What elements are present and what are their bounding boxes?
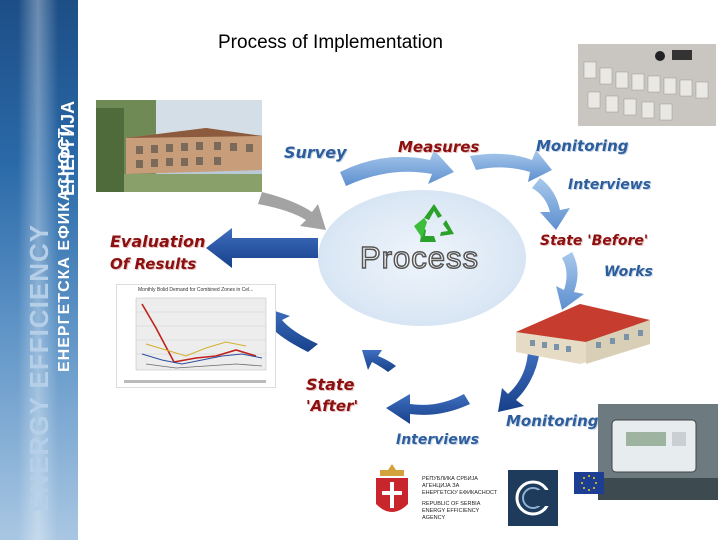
eu-flag-logo <box>574 472 604 494</box>
building-photo <box>96 100 262 192</box>
slide-title: Process of Implementation <box>218 32 443 53</box>
arrow-monitoring-to-interviews <box>532 178 570 230</box>
stage-label-measures: Measures <box>398 138 480 156</box>
arrow-survey-to-measures <box>340 150 454 186</box>
agency-line-4: REPUBLIC OF SERBIA <box>422 501 481 507</box>
agency-line-6: AGENCY <box>422 515 446 521</box>
stage-label-state-after-line2: 'After' <box>306 397 359 415</box>
agency-line-5: ENERGY EFFICIENCY <box>422 508 480 514</box>
recycle-icon <box>414 204 454 242</box>
stage-label-state-before: State 'Before' <box>540 233 649 249</box>
arrow-to-evaluation <box>206 228 318 268</box>
stage-label-evaluation-line1: Evaluation <box>110 232 206 251</box>
sidebar-glow <box>18 0 58 540</box>
arrow-to-works <box>556 252 584 310</box>
sidebar-banner: ENERGY EFFICIENCY ЕНЕРГИЈА ЕНЕРГЕТСКА ЕФ… <box>0 0 78 540</box>
agency-line-1: РЕПУБЛИКА СРБИЈА <box>422 476 478 482</box>
arrow-survey-gray <box>258 192 326 230</box>
agency-name-text: РЕПУБЛИКА СРБИЈА АГЕНЦИЈА ЗА ЕНЕРГЕТСКУ … <box>422 476 497 522</box>
arrow-works-to-monitoring <box>498 350 540 412</box>
process-center-label: Process <box>359 239 479 276</box>
stage-label-interviews-bottom: Interviews <box>396 432 479 448</box>
stage-label-monitoring-bottom: Monitoring <box>506 412 599 430</box>
process-center-oval <box>318 190 526 326</box>
serbia-coat-of-arms-logo <box>370 460 414 526</box>
stage-label-state-after-line1: State <box>306 375 355 394</box>
agency-line-3: ЕНЕРГЕТСКУ ЕФИКАСНОСТ <box>422 490 498 496</box>
stage-label-evaluation-line2: Of Results <box>110 255 197 273</box>
meter-device-photo <box>598 404 718 500</box>
arrow-measures-to-monitoring <box>470 150 552 182</box>
stage-label-survey: Survey <box>284 143 347 162</box>
agency-line-2: АГЕНЦИЈА ЗА <box>422 483 460 489</box>
results-chart-title: Monthly Bolid Demand for Combined Zones … <box>138 287 254 293</box>
arrow-interviews-to-state-after <box>362 350 396 372</box>
agency-emblem-logo <box>508 470 558 526</box>
arrow-state-after-upward <box>262 308 318 352</box>
results-chart-graphic <box>124 297 267 383</box>
building-model-photo <box>510 292 658 368</box>
arrow-monitoring-to-interviews-bottom <box>386 394 470 424</box>
stage-label-monitoring-top: Monitoring <box>536 137 629 155</box>
stage-label-works: Works <box>604 264 653 280</box>
meters-photo <box>578 44 716 126</box>
stage-label-interviews-top: Interviews <box>568 177 651 193</box>
